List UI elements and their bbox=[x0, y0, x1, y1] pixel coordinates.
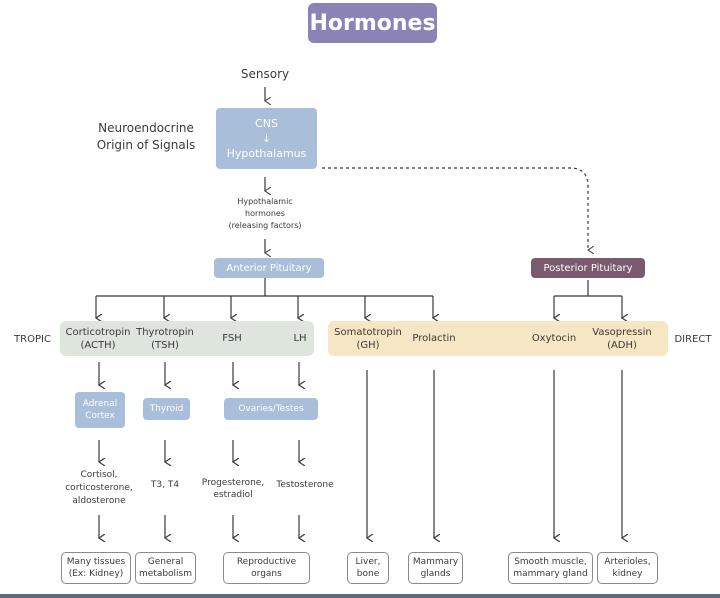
tropic-label: TROPIC bbox=[14, 334, 51, 345]
posterior-pituitary-box: Posterior Pituitary bbox=[531, 258, 645, 278]
effect-line: Many tissues bbox=[66, 557, 126, 567]
tropic-band bbox=[60, 321, 314, 356]
hormone-vasopressin: Vasopressin (ADH) bbox=[584, 326, 660, 352]
hormone-line: (GH) bbox=[356, 340, 380, 351]
effect-line: General bbox=[147, 557, 184, 567]
hormone-line: Vasopressin bbox=[592, 327, 652, 338]
hypothalamic-hormones-line: hormones bbox=[245, 209, 285, 218]
hormone-corticotropin: Corticotropin (ACTH) bbox=[59, 326, 137, 352]
hormone-fsh: FSH bbox=[222, 333, 242, 344]
hormone-somatotropin: Somatotropin (GH) bbox=[330, 326, 406, 352]
effect-line: organs bbox=[251, 569, 282, 579]
gland-line: Cortex bbox=[85, 411, 115, 421]
effect-line: Reproductive bbox=[236, 557, 297, 567]
hypothalamic-hormones-label: Hypothalamic hormones (releasing factors… bbox=[215, 196, 315, 232]
hormone-oxytocin: Oxytocin bbox=[531, 333, 577, 344]
origin-label-line: Origin of Signals bbox=[96, 138, 196, 152]
hormone-line: (TSH) bbox=[151, 340, 179, 351]
hypothalamic-hormones-line: (releasing factors) bbox=[228, 221, 302, 230]
hormone-line: Corticotropin bbox=[65, 327, 131, 338]
hormone-line: (ADH) bbox=[607, 340, 637, 351]
anterior-pituitary-box: Anterior Pituitary bbox=[214, 258, 324, 278]
effect-line: Smooth muscle, bbox=[514, 557, 587, 567]
effect-line: Arterioles, bbox=[604, 557, 651, 567]
effect-line: mammary gland bbox=[513, 569, 588, 579]
secondary-line: estradiol bbox=[213, 490, 253, 500]
effect-arterioles-kidney: Arterioles, kidney bbox=[597, 552, 658, 584]
secondary-t3-t4: T3, T4 bbox=[150, 480, 180, 490]
hormone-thyrotropin: Thyrotropin (TSH) bbox=[130, 326, 200, 352]
direct-band bbox=[328, 321, 668, 356]
origin-label-line: Neuroendocrine bbox=[98, 121, 194, 135]
origin-label: Neuroendocrine Origin of Signals bbox=[84, 120, 208, 154]
effect-line: Mammary bbox=[412, 557, 459, 567]
gland-ovaries-testes: Ovaries/Testes bbox=[224, 398, 318, 420]
hormone-line: Somatotropin bbox=[334, 327, 402, 338]
effect-line: (Ex: Kidney) bbox=[68, 569, 124, 579]
hormone-lh: LH bbox=[293, 333, 307, 344]
gland-adrenal-cortex: Adrenal Cortex bbox=[75, 392, 125, 428]
effect-smooth-muscle: Smooth muscle, mammary gland bbox=[508, 552, 593, 584]
effect-line: kidney bbox=[612, 569, 643, 579]
effect-line: glands bbox=[420, 569, 451, 579]
bottom-edge-bar bbox=[0, 594, 720, 598]
hormone-prolactin: Prolactin bbox=[412, 333, 456, 344]
hormone-line: Thyrotropin bbox=[136, 327, 194, 338]
effect-mammary-glands: Mammary glands bbox=[408, 552, 463, 584]
effect-line: bone bbox=[356, 569, 380, 579]
secondary-cortisol: Cortisol, corticosterone, aldosterone bbox=[55, 469, 143, 508]
hypothalamus-label: Hypothalamus bbox=[226, 147, 307, 160]
secondary-line: Cortisol, bbox=[80, 470, 118, 480]
cns-hypothalamus-box: CNS ↓ Hypothalamus bbox=[216, 108, 317, 169]
page-title: Hormones bbox=[308, 3, 437, 43]
effect-line: Liver, bbox=[355, 557, 381, 567]
direct-label: DIRECT bbox=[674, 334, 712, 345]
secondary-line: corticosterone, bbox=[65, 483, 133, 493]
effect-liver-bone: Liver, bone bbox=[347, 552, 389, 584]
hormone-line: (ACTH) bbox=[80, 340, 116, 351]
secondary-line: aldosterone bbox=[72, 496, 126, 506]
effect-reproductive-organs: Reproductive organs bbox=[223, 552, 310, 584]
effect-line: metabolism bbox=[138, 569, 193, 579]
effect-many-tissues: Many tissues (Ex: Kidney) bbox=[61, 552, 131, 584]
hypothalamic-hormones-line: Hypothalamic bbox=[237, 197, 293, 206]
gland-line: Adrenal bbox=[82, 399, 118, 409]
sensory-label: Sensory bbox=[240, 67, 290, 81]
effect-general-metabolism: General metabolism bbox=[135, 552, 196, 584]
secondary-testosterone: Testosterone bbox=[276, 480, 334, 490]
gland-thyroid: Thyroid bbox=[143, 398, 190, 420]
down-arrow-icon: ↓ bbox=[261, 132, 272, 145]
cns-label: CNS bbox=[255, 117, 278, 130]
secondary-line: Progesterone, bbox=[201, 478, 265, 488]
secondary-progesterone: Progesterone, estradiol bbox=[195, 477, 271, 501]
